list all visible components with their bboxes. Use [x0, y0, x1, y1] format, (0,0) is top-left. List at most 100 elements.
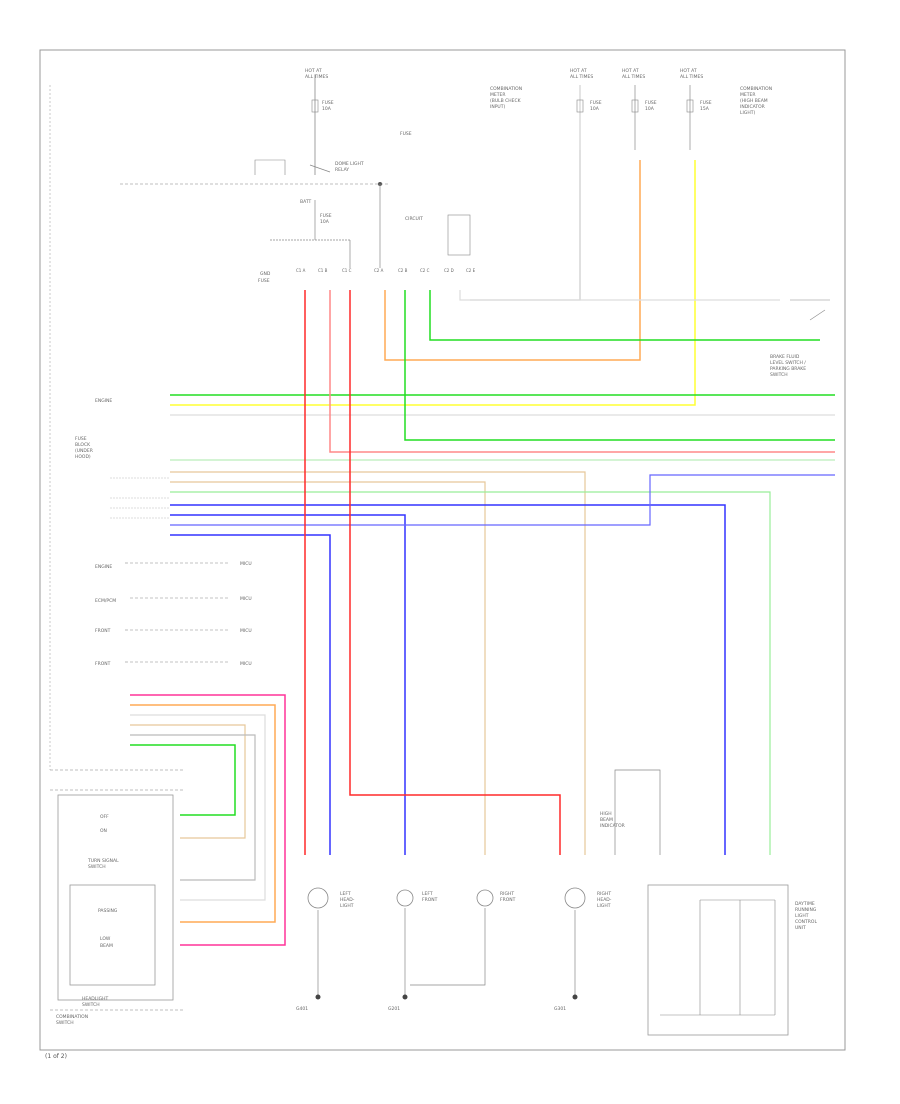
- svg-text:G401: G401: [296, 1006, 308, 1012]
- svg-text:HOOD): HOOD): [75, 454, 91, 460]
- svg-text:ECM/PCM: ECM/PCM: [95, 598, 116, 604]
- right-headlight: RIGHT HEAD- LIGHT G301: [554, 887, 612, 1012]
- svg-text:SWITCH: SWITCH: [88, 864, 106, 870]
- svg-text:10A: 10A: [320, 219, 330, 225]
- svg-text:10A: 10A: [322, 106, 332, 112]
- svg-text:FUSE: FUSE: [645, 100, 657, 106]
- svg-text:FUSE: FUSE: [590, 100, 602, 106]
- svg-text:C1 C: C1 C: [342, 268, 352, 273]
- wire-blue-right: [170, 504, 726, 855]
- svg-text:MICU: MICU: [240, 561, 252, 567]
- svg-text:HOT AT: HOT AT: [570, 68, 587, 74]
- svg-text:C2 D: C2 D: [444, 268, 454, 273]
- svg-text:GND: GND: [260, 271, 271, 277]
- switch-harness-wires: [130, 694, 286, 946]
- left-labels: ENGINE FUSE BLOCK (UNDER HOOD): [75, 398, 170, 519]
- svg-text:(BULB CHECK: (BULB CHECK: [490, 98, 522, 104]
- svg-text:FRONT: FRONT: [95, 661, 111, 667]
- svg-text:C1 B: C1 B: [318, 268, 328, 273]
- svg-text:C2 C: C2 C: [420, 268, 430, 273]
- svg-text:C2 B: C2 B: [398, 268, 408, 273]
- junction-block: BATT FUSE 10A CIRCUIT GND FUSE: [258, 184, 471, 284]
- left-position-light: LEFT FRONT G201: [388, 889, 438, 1012]
- svg-text:LIGHT: LIGHT: [795, 913, 809, 919]
- svg-text:HOT AT: HOT AT: [305, 68, 322, 74]
- svg-text:LEVEL SWITCH /: LEVEL SWITCH /: [770, 360, 806, 366]
- svg-text:LIGHT: LIGHT: [340, 903, 354, 909]
- svg-text:LOW: LOW: [100, 936, 111, 942]
- svg-text:C2 E: C2 E: [466, 268, 476, 273]
- svg-text:MICU: MICU: [240, 596, 252, 602]
- svg-text:G301: G301: [554, 1006, 566, 1012]
- svg-text:INPUT): INPUT): [490, 104, 505, 110]
- wire-yellow-top: [170, 160, 696, 406]
- svg-text:INDICATOR: INDICATOR: [600, 823, 625, 829]
- wire-blue-left: [170, 534, 331, 855]
- svg-text:FUSE: FUSE: [320, 213, 332, 219]
- wire-white-switch: [459, 290, 780, 301]
- wire-green-mid: [404, 290, 835, 441]
- svg-text:LIGHT: LIGHT: [597, 903, 611, 909]
- wire-lightblue: [170, 474, 835, 526]
- wire-blue-mid: [170, 514, 406, 855]
- svg-text:FUSE: FUSE: [322, 100, 334, 106]
- combination-switch: OFF ON TURN SIGNAL SWITCH PASSING LOW BE…: [56, 794, 174, 1026]
- top-right-fuses: COMBINATION METER (BULB CHECK INPUT) HOT…: [490, 68, 772, 295]
- svg-text:LEFT: LEFT: [340, 891, 351, 897]
- svg-text:ENGINE: ENGINE: [95, 398, 112, 404]
- svg-text:RUNNING: RUNNING: [795, 907, 817, 913]
- svg-text:RIGHT: RIGHT: [500, 891, 514, 897]
- connector-row: C1 A C1 B C1 C C2 A C2 B C2 C C2 D C2 E: [296, 268, 476, 273]
- svg-text:BRAKE FLUID: BRAKE FLUID: [770, 354, 800, 360]
- svg-text:FUSE: FUSE: [258, 278, 270, 284]
- svg-text:FRONT: FRONT: [422, 897, 438, 903]
- svg-text:METER: METER: [490, 92, 505, 98]
- top-fuse-left: HOT AT ALL TIMES FUSE 10A FUSE DOME LIGH…: [254, 68, 412, 175]
- svg-text:RIGHT: RIGHT: [597, 891, 611, 897]
- svg-text:SWITCH: SWITCH: [770, 372, 788, 378]
- wire-green-switch: [429, 290, 820, 341]
- svg-text:FUSE: FUSE: [700, 100, 712, 106]
- svg-text:HEAD-: HEAD-: [340, 897, 355, 903]
- svg-text:HOT AT: HOT AT: [680, 68, 697, 74]
- svg-text:UNIT: UNIT: [795, 925, 806, 931]
- wire-pink-mid: [329, 290, 835, 453]
- svg-text:LIGHT): LIGHT): [740, 110, 755, 116]
- svg-text:G201: G201: [388, 1006, 400, 1012]
- svg-text:ALL TIMES: ALL TIMES: [570, 74, 593, 80]
- svg-text:ALL TIMES: ALL TIMES: [305, 74, 328, 80]
- svg-text:SWITCH: SWITCH: [56, 1020, 74, 1026]
- svg-text:MICU: MICU: [240, 628, 252, 634]
- svg-text:HEAD-: HEAD-: [597, 897, 612, 903]
- svg-text:10A: 10A: [645, 106, 655, 112]
- svg-text:BEAM: BEAM: [100, 943, 113, 949]
- svg-text:(HIGH BEAM: (HIGH BEAM: [740, 98, 768, 104]
- svg-text:OFF: OFF: [100, 814, 109, 820]
- parking-brake-switch: BRAKE FLUID LEVEL SWITCH / PARKING BRAKE…: [770, 299, 830, 378]
- svg-text:DOME LIGHT: DOME LIGHT: [335, 161, 364, 167]
- wire-gray-top: [470, 150, 581, 301]
- svg-text:LEFT: LEFT: [422, 891, 433, 897]
- svg-text:HIGH: HIGH: [600, 811, 612, 817]
- svg-text:ALL TIMES: ALL TIMES: [622, 74, 645, 80]
- svg-text:15A: 15A: [700, 106, 710, 112]
- daytime-running-light-module: DAYTIME RUNNING LIGHT CONTROL UNIT: [647, 884, 817, 1036]
- svg-text:MICU: MICU: [240, 661, 252, 667]
- svg-text:HOT AT: HOT AT: [622, 68, 639, 74]
- svg-text:BLOCK: BLOCK: [75, 442, 91, 448]
- diagram-border: [39, 49, 846, 1051]
- svg-text:CONTROL: CONTROL: [795, 919, 817, 925]
- svg-text:INDICATOR: INDICATOR: [740, 104, 765, 110]
- svg-text:ON: ON: [100, 828, 107, 834]
- wire-tan-mid: [170, 481, 486, 855]
- right-position-light: RIGHT FRONT: [410, 889, 516, 986]
- left-component-list: ENGINE MICU ECM/PCM MICU FRONT MICU FRON…: [95, 561, 252, 667]
- svg-text:TURN SIGNAL: TURN SIGNAL: [87, 858, 119, 864]
- svg-text:DAYTIME: DAYTIME: [795, 901, 815, 907]
- svg-text:ENGINE: ENGINE: [95, 564, 112, 570]
- svg-text:METER: METER: [740, 92, 755, 98]
- svg-text:C2 A: C2 A: [374, 268, 384, 273]
- svg-text:(UNDER: (UNDER: [75, 448, 93, 454]
